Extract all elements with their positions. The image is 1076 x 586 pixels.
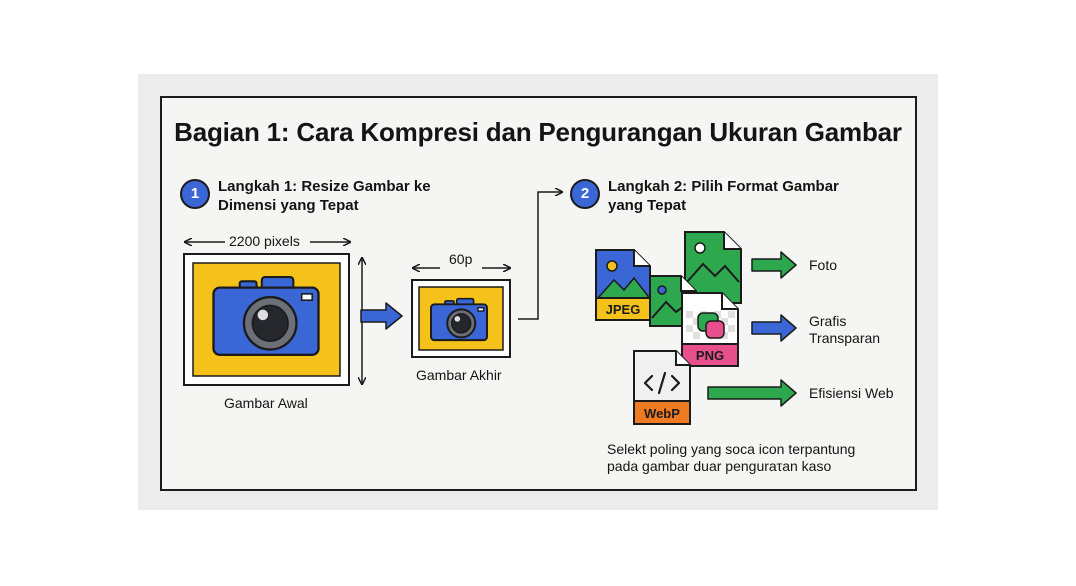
format-use-label: Efisiensi Web bbox=[809, 385, 894, 401]
step-2-badge: 2 bbox=[570, 179, 600, 209]
webp-badge-label: WebP bbox=[644, 406, 680, 421]
format-use-label: Foto bbox=[809, 257, 838, 273]
png-file-icon bbox=[681, 292, 739, 367]
code-icon bbox=[643, 371, 681, 395]
arrow-right-icon bbox=[707, 379, 797, 407]
page-title: Bagian 1: Cara Kompresi dan Pengurangan … bbox=[174, 117, 902, 147]
webp-file-icon bbox=[633, 350, 691, 425]
image-file-icon bbox=[684, 231, 742, 304]
arrow-right-icon bbox=[751, 314, 797, 342]
arrow-right-icon bbox=[751, 251, 797, 279]
step-2-title: Langkah 2: Pilih Format Gambar yang Tepa… bbox=[608, 178, 839, 214]
connector-arrow bbox=[518, 192, 562, 320]
original-width-label: 2200 pixels bbox=[229, 233, 300, 249]
camera-icon bbox=[430, 297, 488, 342]
original-image-caption: Gambar Awal bbox=[224, 395, 308, 411]
png-badge-label: PNG bbox=[696, 348, 724, 363]
format-use-label: Grafis Transparan bbox=[809, 313, 881, 346]
jpeg-file-icon bbox=[595, 249, 651, 321]
jpeg-badge-label: JPEG bbox=[606, 302, 641, 317]
step-1-badge: 1 bbox=[180, 179, 210, 209]
footnote: Selekt poling yang soca icon terpantung … bbox=[607, 441, 856, 474]
resize-arrow-icon bbox=[360, 302, 403, 330]
step-1-title: Langkah 1: Resize Gambar ke Dimensi yang… bbox=[218, 178, 431, 214]
final-image-caption: Gambar Akhir bbox=[416, 367, 502, 383]
final-image bbox=[411, 279, 511, 358]
camera-icon bbox=[212, 276, 320, 356]
final-width-label: 60p bbox=[449, 251, 473, 267]
original-image bbox=[183, 253, 350, 386]
